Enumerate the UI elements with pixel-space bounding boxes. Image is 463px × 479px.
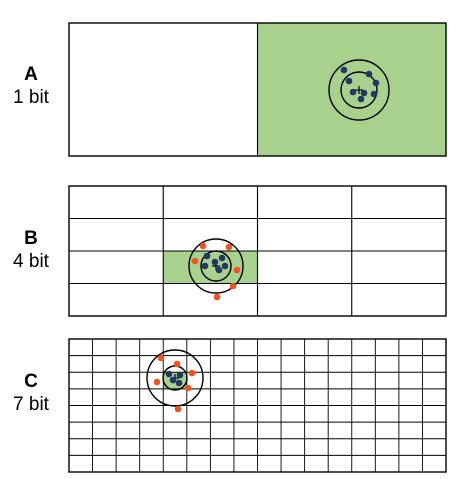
panel-a-inner-dot [345, 77, 353, 85]
panel-b-outer-dot [233, 266, 241, 274]
panel-c-outer-dot [184, 384, 192, 392]
panel-c-outer-circle [146, 349, 204, 407]
panel-b-letter: B [24, 228, 38, 249]
panel-b-inner-circle [200, 250, 232, 282]
panel-a-inner-dot [349, 88, 357, 96]
panel-c-inner-dot [169, 376, 177, 384]
panel-b-label: B 4 bit [0, 228, 62, 274]
panel-b-bits: 4 bit [13, 251, 49, 272]
panel-c-outer-dot [157, 354, 165, 362]
panel-b-inner-dot [203, 252, 211, 260]
panel-b-inner-dot [201, 262, 209, 270]
panel-b-outer-dot [229, 282, 237, 290]
panel-c-label: C 7 bit [0, 371, 62, 417]
panel-c-inner-dot [175, 379, 183, 387]
panel-c-letter: C [24, 371, 38, 392]
panel-b-outer-dot [213, 293, 221, 301]
panel-a-frame [68, 22, 447, 157]
panel-b-inner-dot [221, 262, 229, 270]
panel-b-inner-dot [211, 258, 219, 266]
panel-a-bits: 1 bit [13, 87, 49, 108]
panel-b-outer-circle [188, 238, 244, 294]
panel-b-inner-dot [218, 254, 226, 262]
panel-c-inner-dot [176, 371, 184, 379]
panel-c-outer-dot [173, 360, 181, 368]
panel-c-bits: 7 bit [13, 394, 49, 415]
panel-a-inner-dot [357, 95, 365, 103]
panel-a-inner-dot [372, 79, 380, 87]
panel-a-inner-dot [365, 70, 373, 78]
panel-a-inner-circle [340, 71, 378, 109]
panel-c-outer-dot [153, 378, 161, 386]
panel-c-outer-dot [188, 369, 196, 377]
panel-b-inner-dot [215, 266, 223, 274]
panel-a-label: A 1 bit [0, 64, 62, 110]
panel-b-outer-dot [199, 242, 207, 250]
panel-a-inner-dot [340, 66, 348, 74]
panel-b-outer-dot [225, 243, 233, 251]
panel-b-outer-dot [191, 257, 199, 265]
panel-b-frame [68, 185, 447, 317]
panel-a-letter: A [24, 64, 38, 85]
panel-a-outer-circle [328, 59, 390, 121]
panel-c-inner-dot [165, 370, 173, 378]
panel-a-inner-dot [370, 90, 378, 98]
panel-c-outer-dot [174, 405, 182, 413]
panel-c-frame [68, 338, 447, 473]
panel-a-inner-dot [360, 89, 368, 97]
